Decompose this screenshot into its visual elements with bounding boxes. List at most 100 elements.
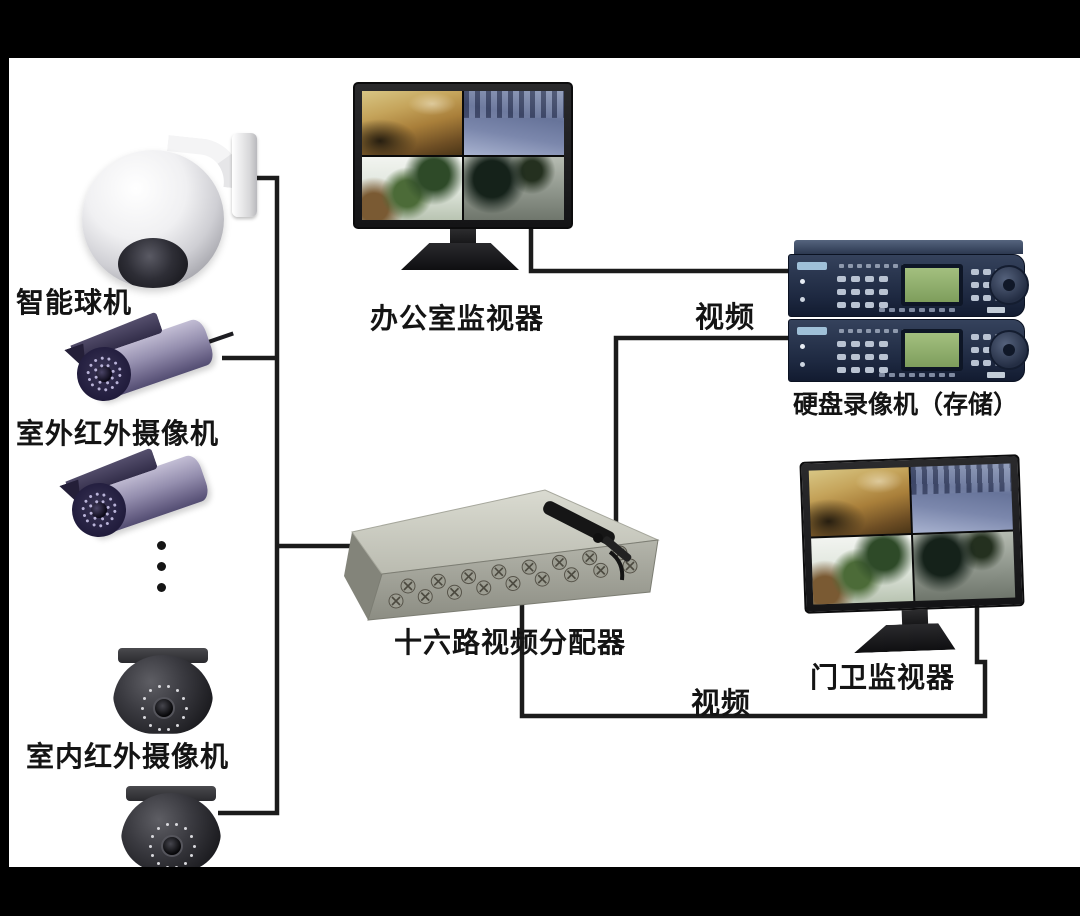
ir-led — [176, 689, 180, 693]
ir-led — [88, 494, 93, 499]
ptz-wall-bracket — [232, 133, 257, 217]
monitor-screen-quad-view — [808, 463, 1016, 605]
dome-camera-lens — [161, 835, 183, 857]
dvr-button — [884, 264, 889, 268]
ir-led — [150, 834, 154, 838]
dvr-brand-badge — [797, 327, 827, 335]
ir-led — [115, 380, 120, 385]
dvr-recorder-stack — [788, 240, 1029, 382]
ir-led — [103, 387, 108, 392]
ir-led — [165, 823, 169, 827]
monitor-screen-quad-view — [362, 91, 564, 220]
bnc-connector-cross — [479, 583, 489, 593]
ir-led — [190, 854, 194, 858]
dvr-button — [851, 367, 860, 373]
dvr-jog-center — [1003, 279, 1015, 291]
indoor-camera-label: 室内红外摄像机 — [26, 741, 230, 772]
dvr-button — [857, 264, 862, 268]
ptz-dome-camera — [80, 125, 265, 290]
dvr-button — [971, 295, 979, 301]
ir-led — [91, 523, 96, 527]
dvr-port — [987, 307, 1005, 313]
bnc-connector-cross — [420, 592, 430, 602]
letterbox-bar-bottom — [0, 867, 1080, 916]
ir-led — [140, 706, 144, 710]
dvr-button — [879, 289, 888, 295]
dvr-button — [939, 308, 945, 312]
ir-led — [117, 366, 122, 371]
bullet-camera-lens — [93, 363, 115, 385]
dvr-button — [971, 269, 979, 275]
bnc-connector-cross — [596, 565, 606, 575]
dvr-button — [899, 373, 905, 377]
dvr-button — [851, 354, 860, 360]
dvr-button — [865, 367, 874, 373]
ir-led — [156, 861, 160, 865]
bnc-connector-cross — [585, 553, 595, 563]
camera-feed-street — [910, 463, 1013, 533]
dome-housing — [113, 655, 213, 734]
office-monitor-label: 办公室监视器 — [370, 303, 545, 334]
ir-led — [105, 512, 109, 516]
video-link-label-bottom: 视频 — [690, 688, 751, 720]
ir-led — [156, 827, 160, 831]
bnc-connector-cross — [433, 576, 443, 586]
bnc-connector-cross — [403, 581, 413, 591]
dvr-button — [909, 308, 915, 312]
ir-led — [105, 521, 110, 526]
outdoor-bullet-camera-1 — [60, 310, 235, 415]
dvr-button — [865, 341, 874, 347]
ir-led — [157, 685, 161, 689]
dome-housing — [121, 793, 221, 872]
ir-led — [86, 377, 91, 382]
dvr-button — [893, 329, 898, 333]
ptz-camera-label: 智能球机 — [16, 287, 133, 318]
dvr-button — [879, 367, 888, 373]
ir-led — [100, 356, 105, 360]
dvr-button — [929, 373, 935, 377]
camera-feed-road — [913, 531, 1016, 601]
dvr-button — [879, 341, 888, 347]
office-monitor — [353, 82, 573, 282]
bnc-connector-cross — [449, 587, 460, 597]
dvr-button — [879, 276, 888, 282]
camera-cable — [206, 331, 234, 345]
dvr-button — [837, 302, 846, 308]
bnc-connector-cross — [464, 572, 474, 582]
ir-led — [102, 493, 107, 497]
dvr-button — [837, 276, 846, 282]
splitter-left-face — [344, 532, 382, 620]
ir-led — [105, 380, 109, 385]
ir-led — [182, 716, 186, 720]
outdoor-camera-label: 室外红外摄像机 — [16, 418, 220, 449]
splitter-output-cable — [543, 501, 632, 581]
camera-feed-garden — [362, 156, 462, 220]
dvr-unit-1 — [788, 254, 1029, 317]
ir-led — [182, 696, 186, 700]
dvr-button — [837, 367, 846, 373]
bnc-connector-cross — [625, 561, 635, 571]
ir-led — [81, 506, 86, 511]
dvr-label: 硬盘录像机（存储） — [793, 391, 1019, 419]
dvr-button — [851, 289, 860, 295]
dvr-led — [800, 297, 805, 302]
bnc-connector-cross — [494, 567, 504, 577]
dvr-lcd-display — [901, 264, 963, 306]
dvr-button — [884, 329, 889, 333]
ir-led — [86, 370, 91, 375]
ir-led — [167, 685, 171, 689]
dvr-button — [909, 373, 915, 377]
dvr-led — [800, 362, 805, 367]
monitor-stand-neck — [450, 229, 476, 245]
dvr-led — [800, 279, 805, 284]
ir-led — [93, 358, 98, 363]
dvr-button — [851, 302, 860, 308]
dvr-button — [971, 360, 979, 366]
ir-led — [176, 723, 180, 727]
outdoor-bullet-camera-2 — [55, 446, 230, 551]
bnc-connector-cross — [554, 557, 564, 567]
ir-led — [142, 696, 146, 700]
dvr-button — [983, 269, 991, 275]
ir-led — [148, 844, 152, 848]
